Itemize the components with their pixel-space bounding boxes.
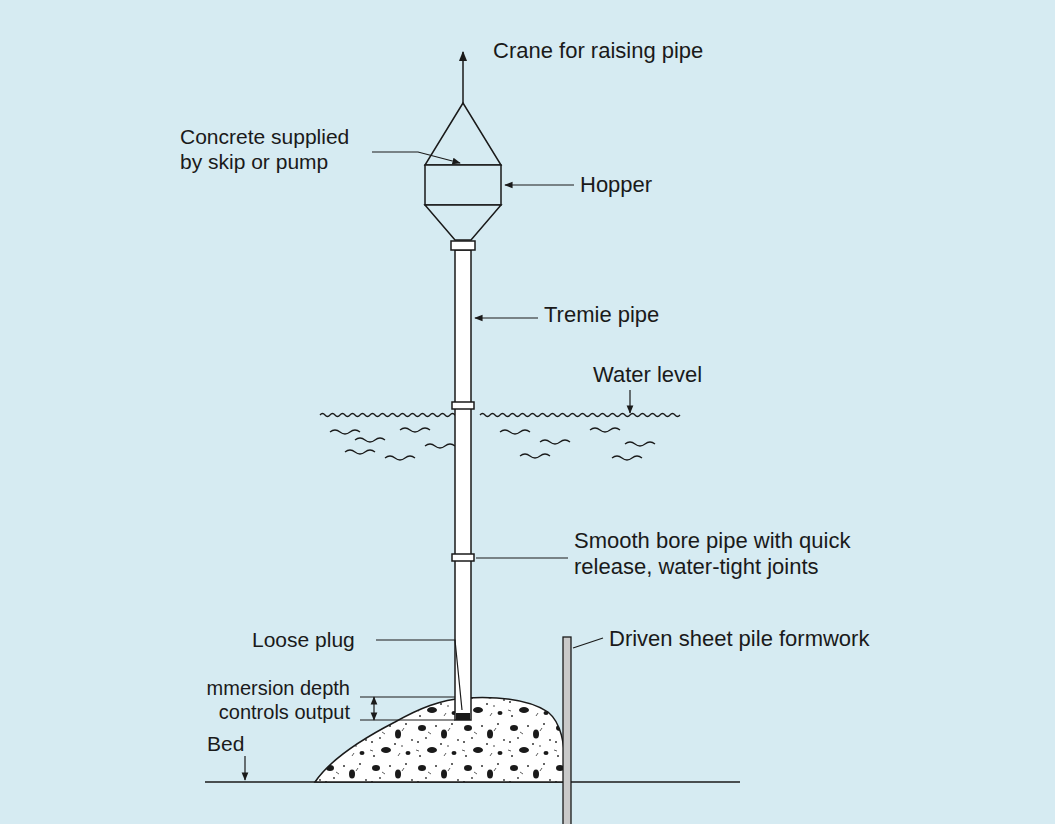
part-label: Driven sheet pile formwork <box>609 626 869 652</box>
concrete-mound <box>315 698 565 782</box>
loose-plug <box>456 713 470 720</box>
part-label: Water level <box>593 362 702 388</box>
part-label: Loose plug <box>252 627 355 652</box>
water-surface <box>320 414 680 461</box>
part-label: Concrete supplied by skip or pump <box>180 124 372 174</box>
part-label: Bed <box>207 731 244 756</box>
part-label: Crane for raising pipe <box>493 38 703 64</box>
part-label: mmersion depth controls output <box>160 676 350 724</box>
tremie-pipe <box>451 241 475 720</box>
sheet-pile <box>563 637 571 824</box>
hopper <box>425 103 501 240</box>
part-label: Tremie pipe <box>544 302 659 328</box>
part-label: Smooth bore pipe with quick release, wat… <box>574 528 904 581</box>
part-label: Hopper <box>580 172 652 198</box>
crane-arrow <box>462 52 464 103</box>
